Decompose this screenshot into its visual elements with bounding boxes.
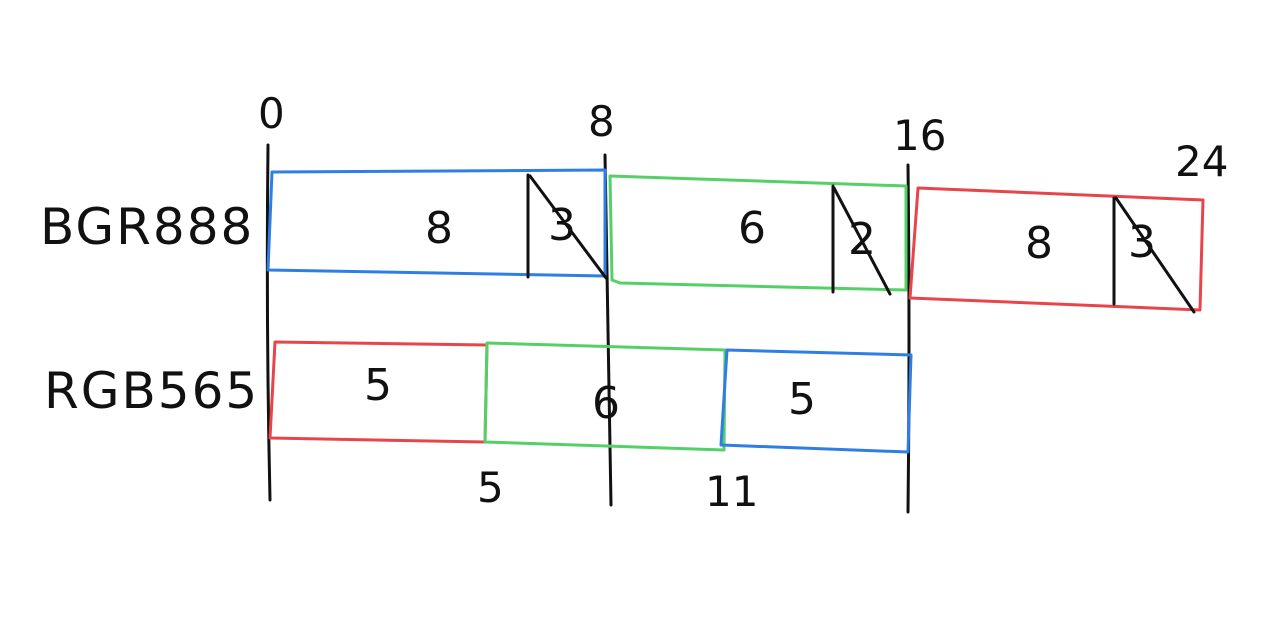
rgb-blue-bits: 5 — [788, 374, 816, 425]
bit-mark-8: 8 — [588, 97, 615, 146]
bgr-blue-cut: 3 — [548, 200, 576, 251]
bit-mark-11: 11 — [705, 467, 758, 516]
bgr-red-cut: 3 — [1128, 217, 1156, 268]
bgr-green-bits: 6 — [738, 203, 766, 254]
bit-mark-24: 24 — [1175, 137, 1228, 186]
rgb-blue-box — [719, 348, 913, 454]
bit-mark-16: 16 — [893, 111, 946, 160]
bgr-green-box — [608, 174, 908, 292]
rgb-red-bits: 5 — [364, 360, 392, 411]
row-label-rgb565: RGB565 — [44, 362, 259, 420]
boundary-line-0 — [265, 143, 272, 502]
cut-mark-blue — [526, 173, 608, 280]
boundary-line-16 — [906, 163, 911, 514]
bit-mark-5: 5 — [477, 463, 504, 512]
bgr-blue-bits: 8 — [425, 203, 453, 254]
bgr-red-bits: 8 — [1025, 218, 1053, 269]
bgr-red-box — [908, 186, 1205, 312]
bit-mark-0: 0 — [258, 89, 285, 138]
rgb-green-bits: 6 — [592, 378, 620, 429]
row-label-bgr888: BGR888 — [40, 198, 254, 256]
cut-mark-red — [1112, 196, 1196, 314]
rgb-green-box — [483, 341, 727, 452]
bgr-green-cut: 2 — [848, 214, 876, 265]
cut-mark-green — [831, 184, 892, 296]
